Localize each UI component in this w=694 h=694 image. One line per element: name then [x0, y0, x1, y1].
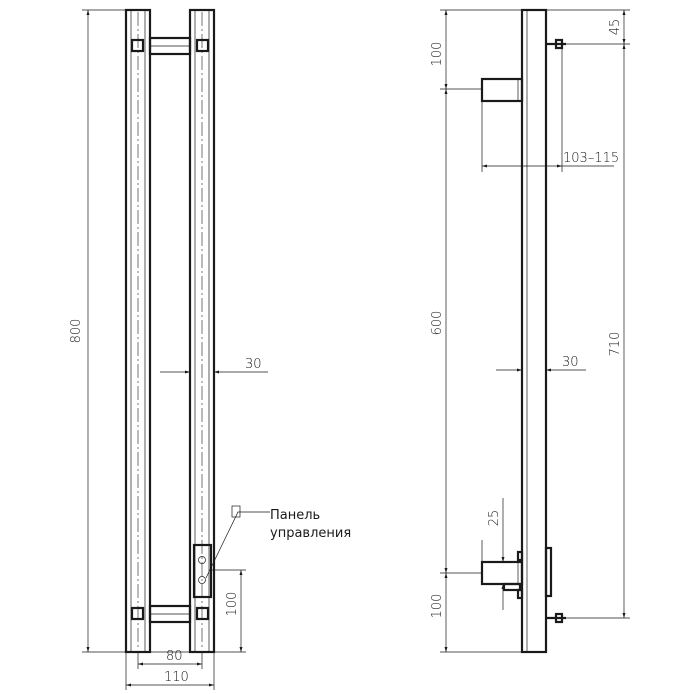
side-control-box [516, 546, 553, 600]
bottom-mount-pin [546, 612, 566, 624]
label-30-side: 30 [562, 355, 579, 370]
dim-25 [481, 498, 505, 610]
label-25: 25 [487, 510, 502, 527]
top-mount-pin [546, 38, 566, 50]
panel-leader [205, 505, 270, 579]
top-bracket [480, 77, 524, 103]
bottom-crossbar [130, 604, 210, 624]
dim-100-front [211, 569, 246, 653]
label-100-front: 100 [225, 592, 240, 617]
dim-100-top [440, 9, 522, 90]
dim-800 [82, 9, 190, 653]
label-100-top: 100 [430, 42, 445, 67]
label-45: 45 [608, 19, 623, 36]
dim-100-bottom [440, 573, 522, 653]
control-panel [192, 543, 213, 599]
dim-600 [440, 89, 482, 574]
label-80: 80 [166, 649, 183, 664]
label-710: 710 [608, 332, 623, 357]
label-600: 600 [430, 311, 445, 336]
left-tube [124, 8, 152, 654]
label-800: 800 [69, 319, 84, 344]
label-100-bottom: 100 [430, 594, 445, 619]
bottom-bracket [480, 560, 524, 592]
dim-103-115 [481, 48, 614, 172]
top-crossbar [130, 36, 210, 56]
label-30-front: 30 [245, 357, 262, 372]
front-view: 800 30 100 80 110 Панель управления [69, 8, 351, 690]
panel-label-line1: Панель [270, 508, 320, 523]
label-110: 110 [164, 670, 189, 685]
dim-45 [546, 9, 630, 45]
panel-label-line2: управления [270, 526, 351, 541]
side-view: 45 100 103–115 600 710 30 25 100 [430, 8, 630, 654]
side-tube [520, 8, 548, 654]
label-103-115: 103–115 [563, 151, 619, 166]
dim-width-front [125, 652, 215, 690]
dim-710 [566, 44, 630, 619]
